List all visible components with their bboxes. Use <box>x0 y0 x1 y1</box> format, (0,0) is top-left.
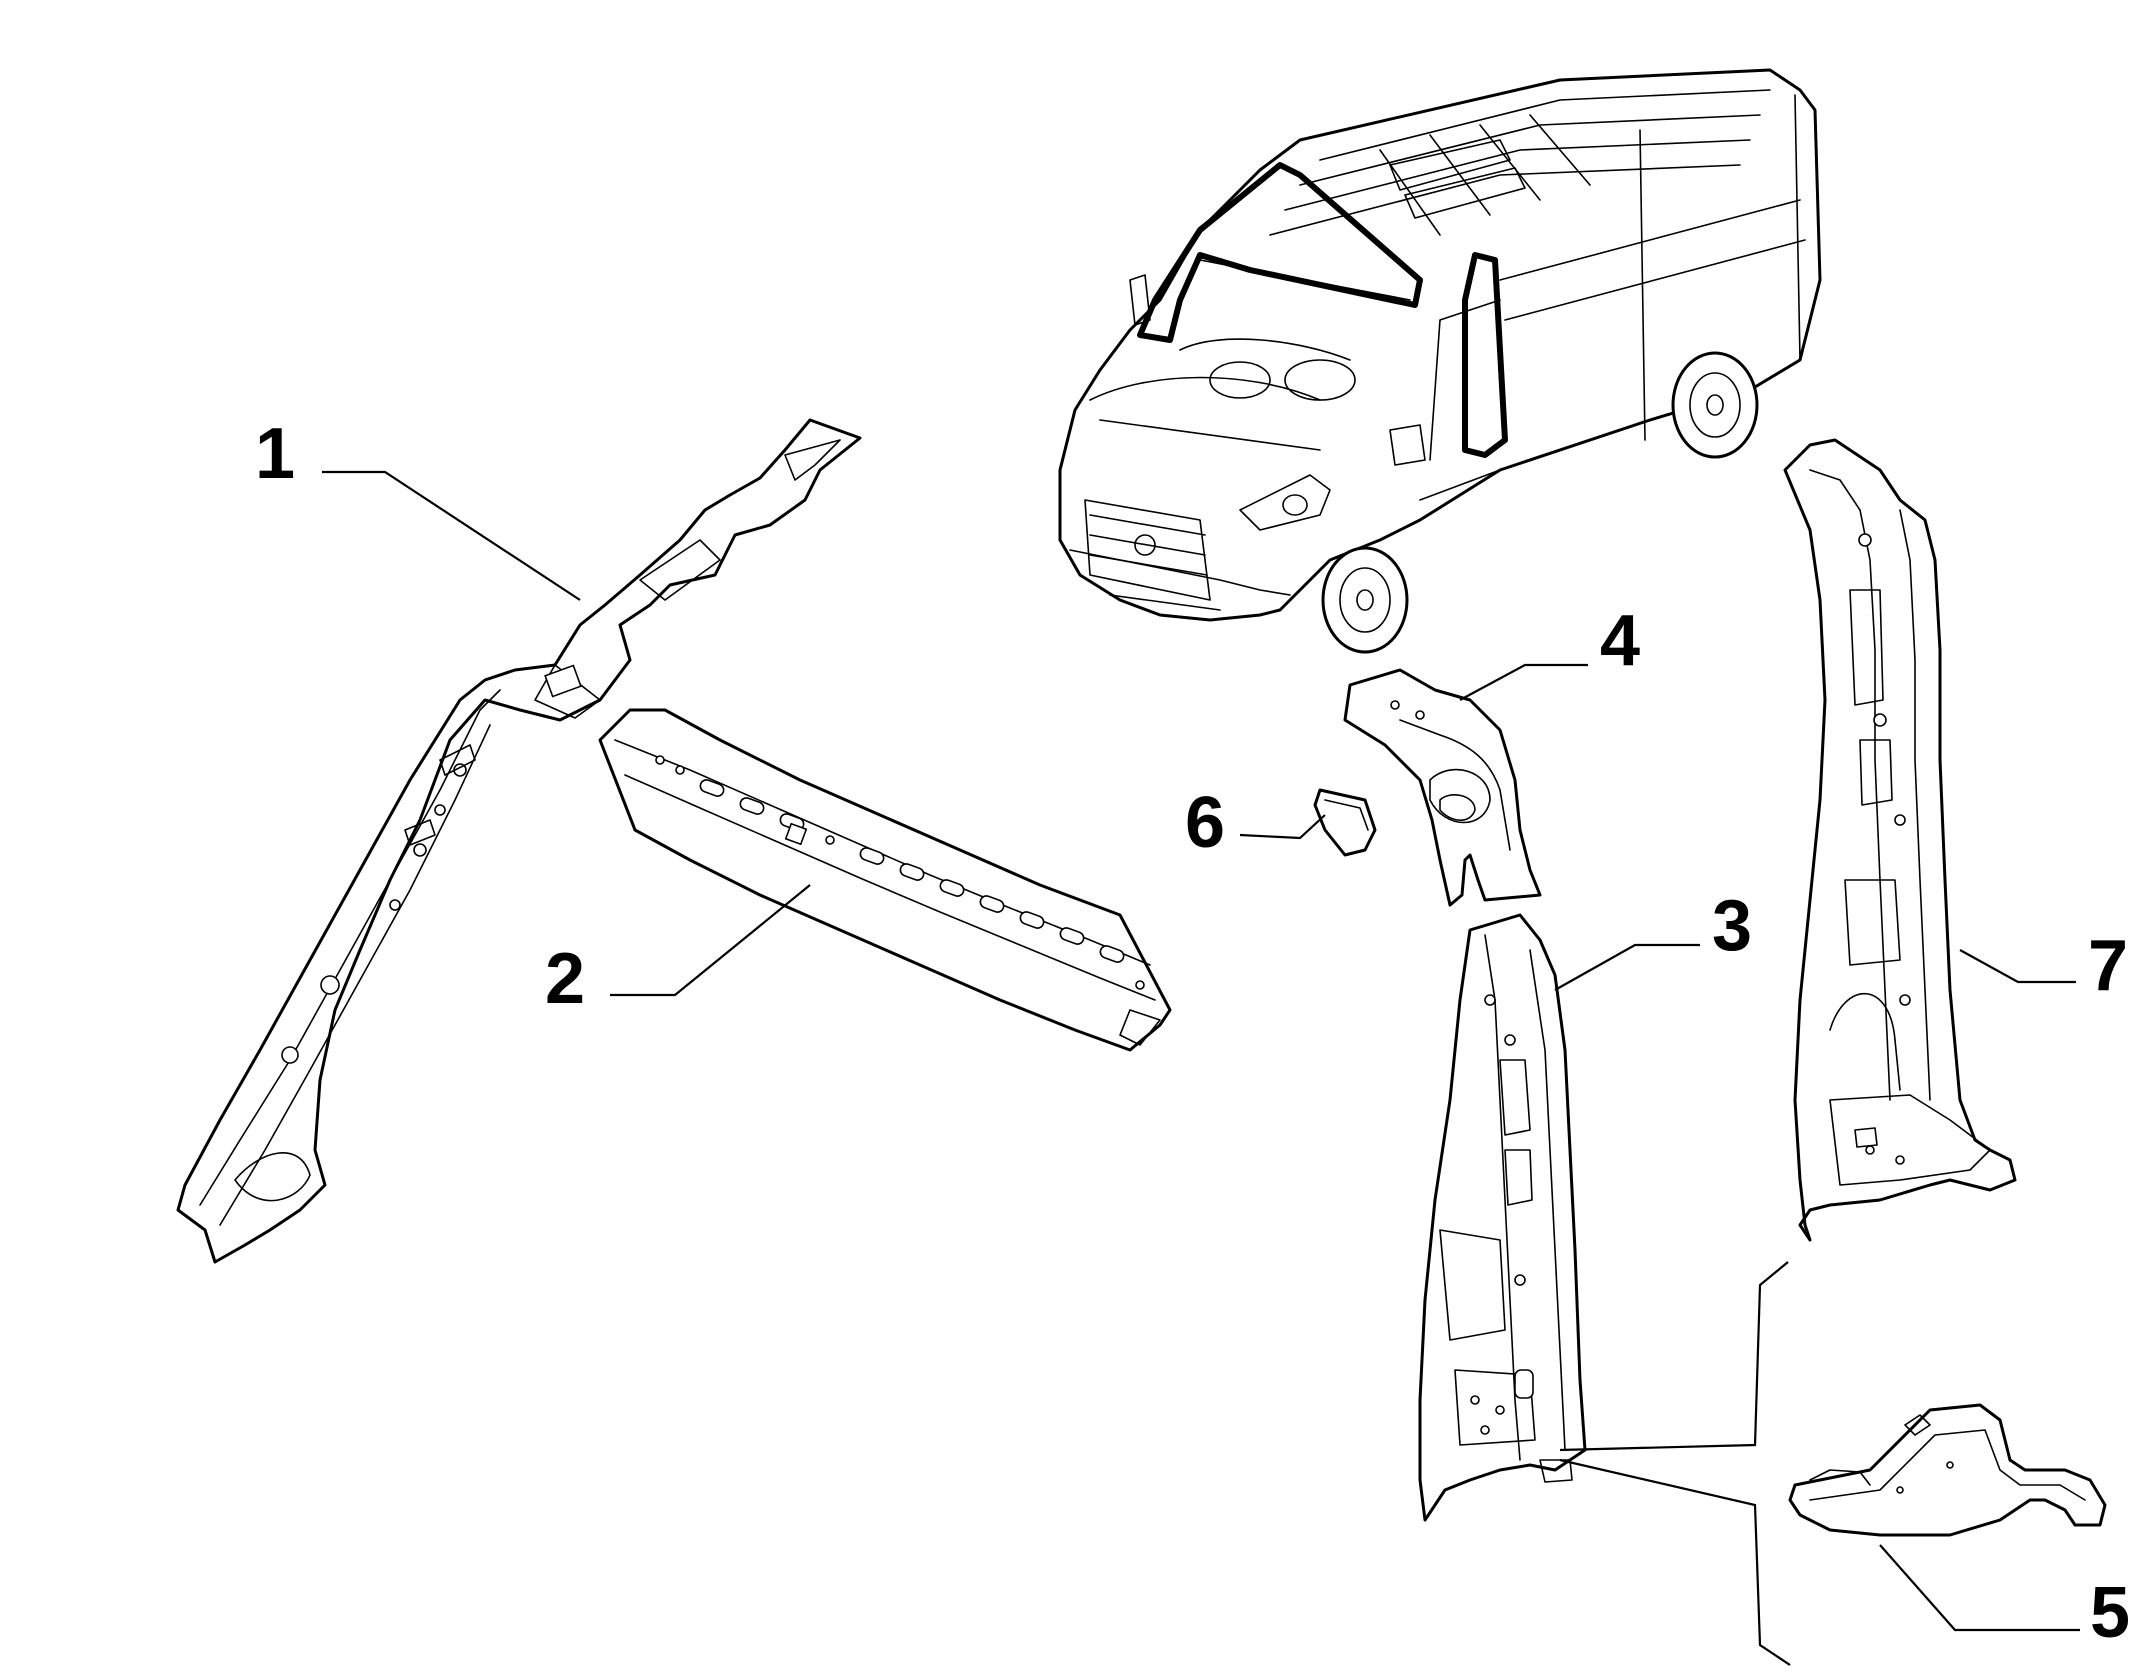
callout-2: 2 <box>545 939 585 1019</box>
leader-2 <box>610 884 811 997</box>
callout-3: 3 <box>1712 886 1752 966</box>
callout-4: 4 <box>1600 601 1640 681</box>
leader-5 <box>1879 1544 2080 1632</box>
leader-3 <box>1554 943 1700 991</box>
callout-1: 1 <box>255 414 295 494</box>
part-3-lower-b-pillar <box>1418 913 1587 1522</box>
part-1-a-pillar <box>176 418 862 1264</box>
leader-6 <box>1239 814 1326 840</box>
leader-4 <box>1459 663 1588 701</box>
callout-7: 7 <box>2088 926 2128 1006</box>
callout-numbers: 1 2 3 4 5 6 7 <box>255 414 2130 1653</box>
part-4-upper-b-pillar <box>1343 668 1542 907</box>
leader-5-bracket-top <box>1559 1261 1789 1452</box>
callout-6: 6 <box>1185 783 1225 863</box>
part-6-cover-plug <box>1313 788 1377 857</box>
leader-7 <box>1959 949 2076 984</box>
leader-1 <box>322 470 581 601</box>
leader-5-bracket-bottom <box>1559 1458 1791 1666</box>
part-7-b-pillar-assembly <box>1783 438 2017 1242</box>
van-illustration <box>1058 68 1822 654</box>
part-5-bracket <box>1788 1403 2107 1537</box>
leader-lines <box>322 470 2080 1666</box>
part-2-header-rail <box>598 708 1172 1052</box>
callout-5: 5 <box>2090 1573 2130 1653</box>
